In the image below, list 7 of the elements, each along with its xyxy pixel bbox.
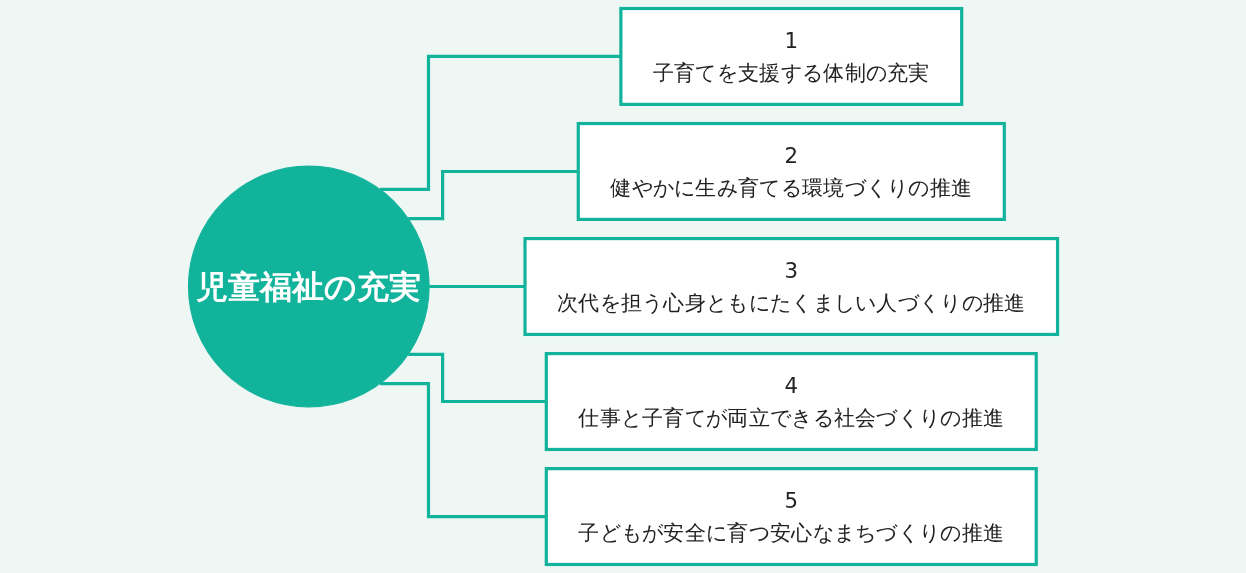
node-box: 3 次代を担う心身ともにたくましい人づくりの推進 <box>523 236 1060 337</box>
node-box: 1 子育てを支援する体制の充実 <box>619 6 964 106</box>
node-box: 2 健やかに生み育てる環境づくりの推進 <box>576 121 1006 221</box>
node-box: 4 仕事と子育てが両立できる社会づくりの推進 <box>544 352 1038 452</box>
node-box: 5 子どもが安全に育つ安心なまちづくりの推進 <box>544 467 1038 567</box>
node-circle: 児童福祉の充実 <box>187 165 430 408</box>
connector <box>429 284 525 289</box>
